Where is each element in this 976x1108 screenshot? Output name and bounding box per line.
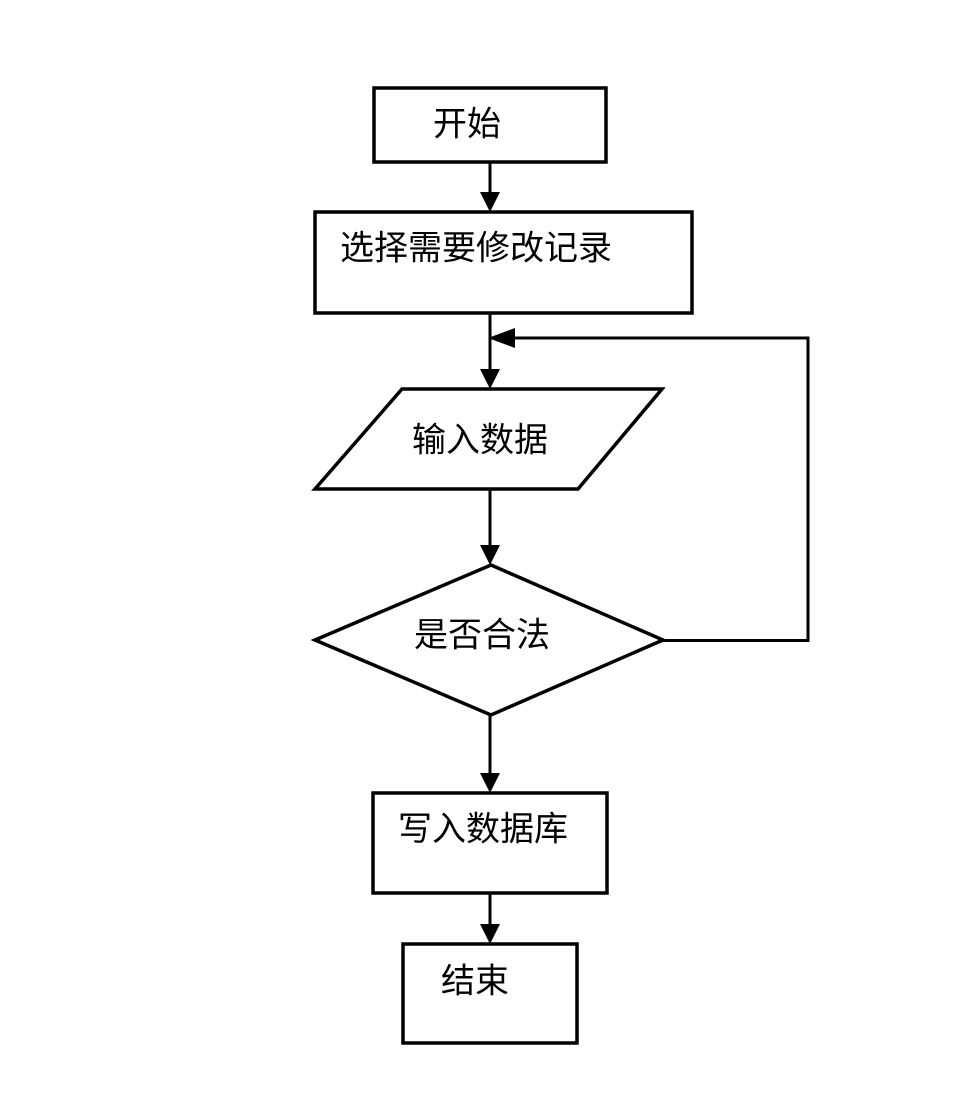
edge-write-to-end — [480, 893, 500, 944]
input-data-node-label: 输入数据 — [412, 422, 548, 460]
arrowhead-into-validate — [480, 545, 500, 565]
edge-select-to-input — [480, 313, 500, 389]
node-start: 开始 — [372, 86, 608, 164]
write-db-node-shape — [371, 791, 609, 895]
start-node-shape — [372, 86, 608, 164]
arrowhead-into-end — [480, 924, 500, 944]
input-data-node-shape — [311, 387, 666, 491]
edge-start-to-select — [480, 162, 500, 212]
end-node-label: 结束 — [441, 963, 509, 1001]
node-write-db: 写入数据库 — [371, 791, 609, 895]
node-input-data: 输入数据 — [311, 387, 666, 491]
validate-node-label: 是否合法 — [414, 617, 550, 655]
edge-validate-to-write — [480, 715, 500, 793]
node-validate: 是否合法 — [310, 563, 668, 717]
arrowhead-into-write — [480, 773, 500, 793]
start-node-label: 开始 — [433, 106, 501, 144]
node-end: 结束 — [401, 942, 579, 1045]
edge-loop-back-validate-to-input — [488, 328, 810, 642]
select-record-node-shape — [313, 210, 694, 315]
arrowhead-into-input — [480, 369, 500, 389]
write-db-node-label: 写入数据库 — [398, 811, 568, 849]
arrowhead-loopback — [488, 328, 515, 348]
edge-input-to-validate — [480, 489, 500, 565]
validate-node-shape — [310, 563, 668, 717]
node-select-record: 选择需要修改记录 — [313, 210, 694, 315]
select-record-node-label: 选择需要修改记录 — [340, 230, 612, 268]
end-node-shape — [401, 942, 579, 1045]
arrowhead-into-select — [480, 192, 500, 212]
loopback-line — [513, 336, 810, 642]
